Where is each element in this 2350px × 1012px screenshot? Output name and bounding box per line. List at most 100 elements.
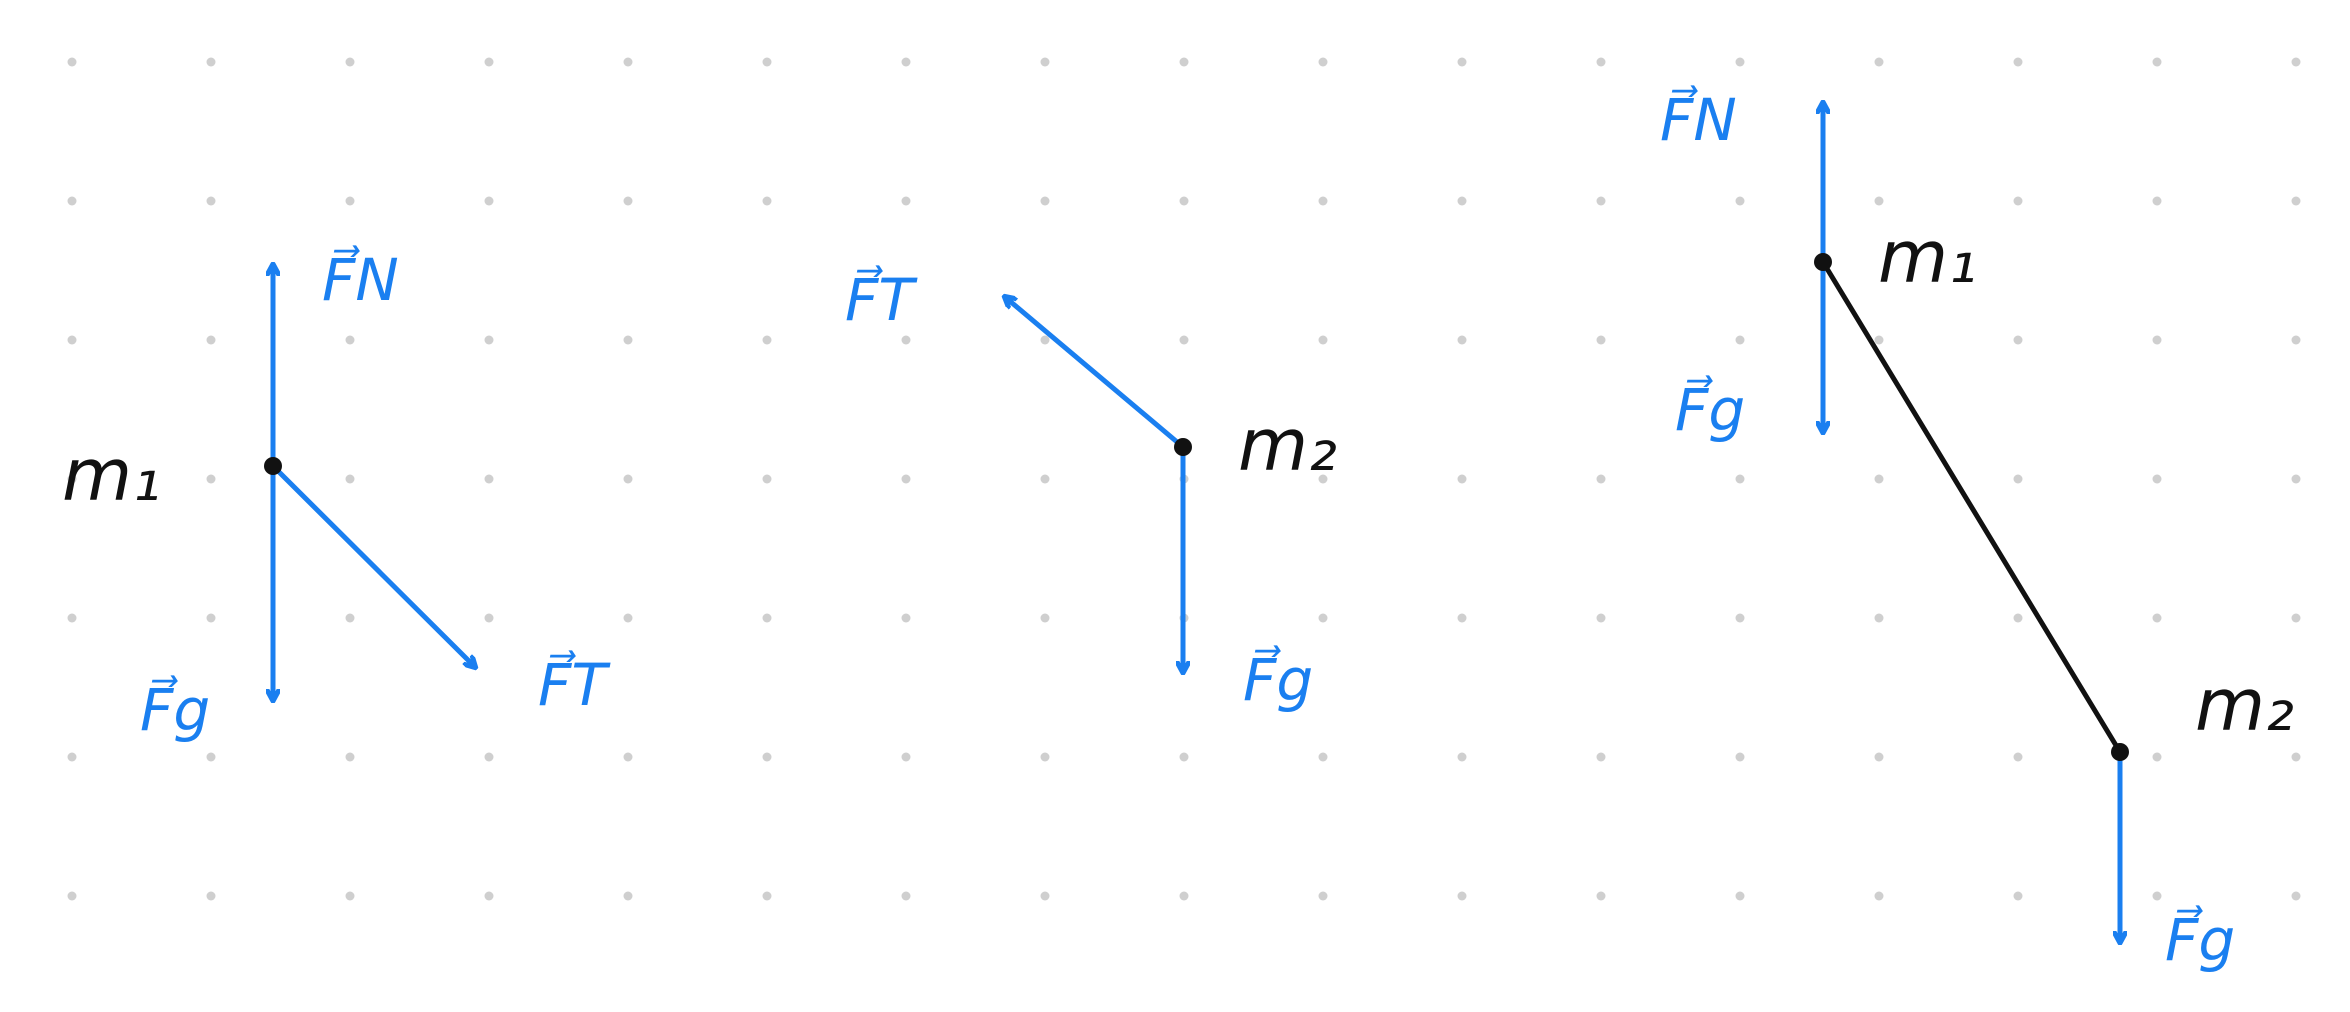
grid-dot [484, 57, 494, 67]
grid-dot [1735, 752, 1745, 762]
grid-dot [1179, 335, 1189, 345]
grid-dot [623, 752, 633, 762]
grid-dot [901, 752, 911, 762]
grid-dot [623, 891, 633, 901]
grid-dot [1457, 335, 1467, 345]
grid-dot [1318, 196, 1328, 206]
grid-dot [345, 57, 355, 67]
mass-label-m2: m₂ [2195, 663, 2294, 747]
grid-dot [2152, 891, 2162, 901]
grid-dot [67, 891, 77, 901]
grid-dot [901, 335, 911, 345]
grid-dot [345, 474, 355, 484]
grid-dot [1596, 335, 1606, 345]
grid-dot [1040, 613, 1050, 623]
fbd-m2: m₂ F⃗T F⃗g [845, 264, 1337, 714]
grid-dot [1318, 474, 1328, 484]
grid-dot [2291, 57, 2301, 67]
grid-dot [2013, 57, 2023, 67]
mass-label-m1: m₁ [62, 433, 161, 517]
grid-dot [1179, 196, 1189, 206]
grid-dot [1874, 474, 1884, 484]
grid-dot [1457, 752, 1467, 762]
gravity-force-label: F⃗g [1243, 644, 1313, 714]
grid-dot [1735, 196, 1745, 206]
grid-dot [2291, 613, 2301, 623]
grid-dot [2013, 752, 2023, 762]
grid-dot [623, 335, 633, 345]
grid-dot [345, 891, 355, 901]
tension-force-label: F⃗T [845, 264, 918, 334]
grid-dot [67, 335, 77, 345]
grid-dot [2013, 891, 2023, 901]
grid-dot [1179, 752, 1189, 762]
grid-dot [1874, 752, 1884, 762]
grid-dot [1318, 752, 1328, 762]
gravity-force-label-m1: F⃗g [1675, 374, 1745, 444]
tension-force-arrow [270, 463, 475, 667]
grid-dot [484, 474, 494, 484]
grid-dot [901, 613, 911, 623]
grid-dot [901, 891, 911, 901]
grid-dot [484, 335, 494, 345]
grid-dot [762, 474, 772, 484]
grid-dot [1874, 891, 1884, 901]
grid-dot [1874, 196, 1884, 206]
grid-dot [1318, 613, 1328, 623]
grid-dot [1457, 57, 1467, 67]
grid-dot [2152, 335, 2162, 345]
grid-dot [2291, 891, 2301, 901]
mass-point-m2 [2111, 743, 2129, 761]
grid-dot [2013, 474, 2023, 484]
grid-dot [623, 613, 633, 623]
grid-dot [67, 196, 77, 206]
grid-dot [1040, 196, 1050, 206]
grid-dot [1596, 474, 1606, 484]
normal-force-label-m1: F⃗N [1660, 84, 1737, 154]
grid-dot [206, 335, 216, 345]
grid-dot [206, 613, 216, 623]
grid-dot [762, 891, 772, 901]
grid-dot [206, 752, 216, 762]
grid-dot [623, 196, 633, 206]
grid-dot [1735, 613, 1745, 623]
grid-dot [206, 196, 216, 206]
grid-dot [762, 57, 772, 67]
dot-grid [67, 57, 2301, 901]
grid-dot [2291, 752, 2301, 762]
grid-dot [1179, 57, 1189, 67]
grid-dot [206, 474, 216, 484]
fbd-m1: m₁ F⃗N F⃗g F⃗T [62, 244, 611, 744]
grid-dot [2152, 57, 2162, 67]
grid-dot [67, 474, 77, 484]
grid-dot [484, 891, 494, 901]
grid-dot [2013, 613, 2023, 623]
mass-label-m1: m₁ [1878, 215, 1977, 299]
grid-dot [762, 613, 772, 623]
mass-point-m1 [264, 457, 282, 475]
grid-dot [623, 474, 633, 484]
grid-dot [901, 196, 911, 206]
grid-dot [67, 613, 77, 623]
grid-dot [484, 196, 494, 206]
grid-dot [1318, 57, 1328, 67]
grid-dot [1457, 196, 1467, 206]
grid-dot [1040, 335, 1050, 345]
grid-dot [2152, 474, 2162, 484]
grid-dot [1457, 891, 1467, 901]
grid-dot [2291, 474, 2301, 484]
grid-dot [1735, 335, 1745, 345]
grid-dot [901, 57, 911, 67]
grid-dot [345, 196, 355, 206]
rope [1820, 259, 2123, 755]
grid-dot [1596, 613, 1606, 623]
mass-point-m2 [1174, 438, 1192, 456]
grid-dot [2291, 335, 2301, 345]
grid-dot [1040, 57, 1050, 67]
grid-dot [67, 57, 77, 67]
tension-force-arrow [1005, 297, 1186, 450]
grid-dot [484, 613, 494, 623]
gravity-force-label: F⃗g [140, 674, 210, 744]
grid-dot [762, 196, 772, 206]
